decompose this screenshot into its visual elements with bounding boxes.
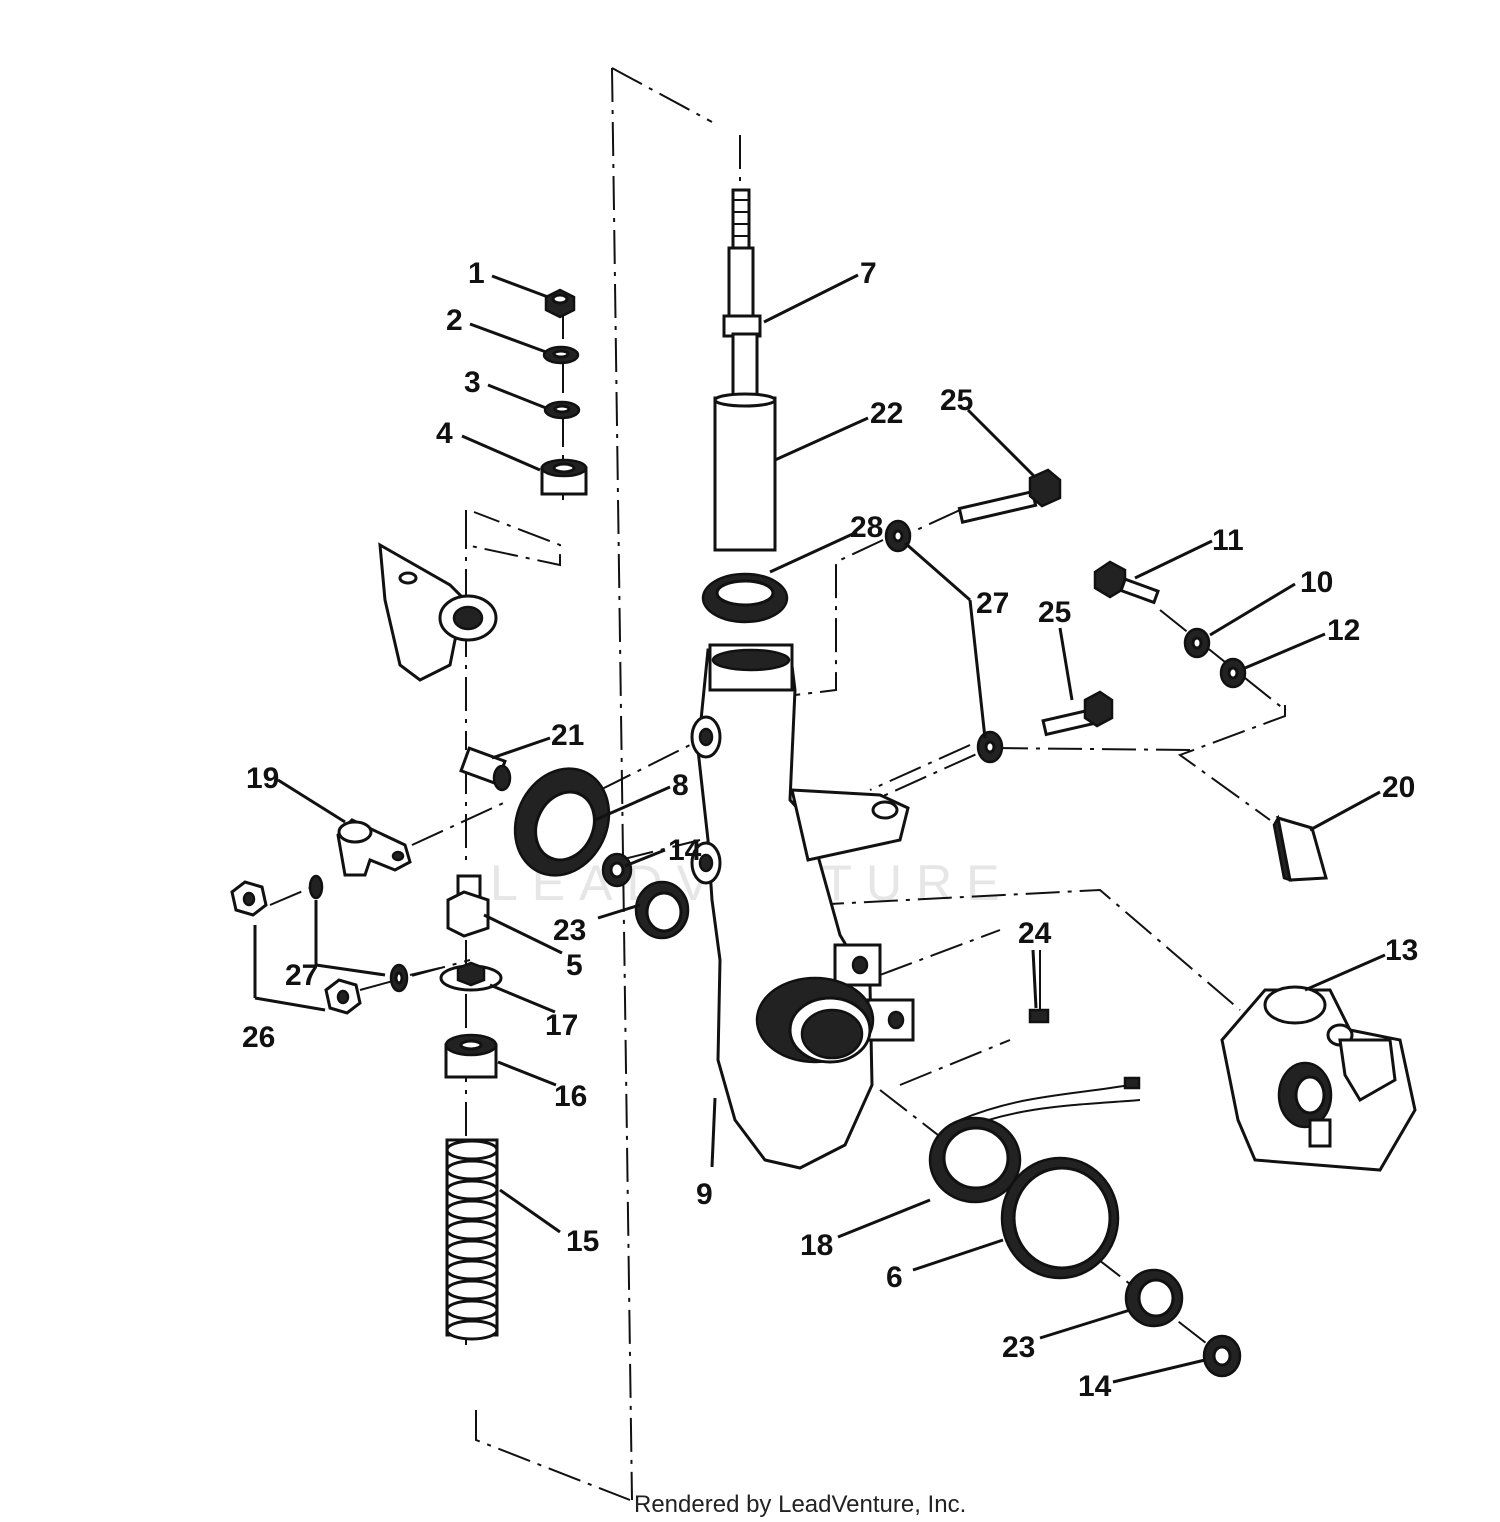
coil-spring: [445, 1138, 499, 1341]
bolt-upper: [957, 468, 1062, 524]
callout-27-left: 27: [285, 959, 318, 992]
washer-middle: [976, 730, 1004, 764]
callout-27-right: 27: [976, 587, 1009, 620]
callout-10: 10: [1300, 566, 1333, 599]
bearing-cup-lower: [1124, 1268, 1184, 1328]
callout-14-upper: 14: [668, 834, 702, 867]
washer-12: [1219, 657, 1247, 689]
grease-fitting: [459, 746, 512, 792]
callout-16: 16: [554, 1080, 587, 1113]
flat-washer-left: [308, 874, 324, 900]
flat-washer-lower: [389, 963, 409, 993]
bearing-race: [1000, 1156, 1120, 1280]
brake-caliper: [1220, 985, 1417, 1172]
callout-25-lower: 25: [1038, 596, 1071, 629]
callout-9: 9: [696, 1178, 713, 1211]
lock-washer: [543, 400, 581, 420]
hex-nut: [544, 288, 576, 319]
callout-8: 8: [672, 769, 689, 802]
callout-22: 22: [870, 397, 903, 430]
flange-nut: [439, 961, 503, 992]
bushing: [540, 458, 588, 496]
callout-15: 15: [566, 1225, 599, 1258]
callout-23-upper: 23: [553, 914, 586, 947]
spacer-ring: [701, 572, 789, 624]
mounting-bracket: [378, 542, 498, 682]
callout-6: 6: [886, 1261, 903, 1294]
callouts: 1 2 3 4 7 22 25 28 27 25 11 10 12 20 21 …: [242, 257, 1418, 1403]
bearing-cup-upper: [634, 880, 690, 940]
steering-knuckle: [690, 643, 915, 1170]
hex-nut-left: [230, 880, 268, 917]
callout-17: 17: [545, 1009, 578, 1042]
callout-4: 4: [436, 417, 453, 450]
hex-nut-lower: [324, 978, 362, 1015]
washer-upper: [884, 519, 912, 553]
callout-1: 1: [468, 257, 485, 290]
callout-20: 20: [1382, 771, 1415, 804]
bearing-cone-upper: [601, 852, 633, 888]
washer-10: [1183, 627, 1211, 659]
bolt-lower: [1041, 690, 1114, 737]
callout-24: 24: [1018, 917, 1052, 950]
adapter-fitting: [446, 874, 490, 938]
callout-18: 18: [800, 1229, 833, 1262]
washer: [542, 345, 580, 365]
oil-seal: [513, 767, 611, 877]
callout-3: 3: [464, 366, 481, 399]
leader-lines: [253, 273, 1386, 1384]
callout-5: 5: [566, 949, 583, 982]
callout-13: 13: [1385, 934, 1418, 967]
credit-text: Rendered by LeadVenture, Inc.: [634, 1491, 966, 1518]
spindle-sleeve: [713, 392, 777, 552]
callout-2: 2: [446, 304, 463, 337]
callout-21: 21: [551, 719, 584, 752]
callout-12: 12: [1327, 614, 1360, 647]
seal-ring: [928, 1116, 1022, 1204]
spindle-shaft: [722, 188, 762, 416]
callout-11: 11: [1212, 524, 1244, 557]
clamp: [336, 818, 412, 877]
callout-7: 7: [860, 257, 877, 290]
callout-26: 26: [242, 1021, 275, 1054]
cap-screw: [1093, 560, 1160, 605]
callout-23-lower: 23: [1002, 1331, 1035, 1364]
callout-25-upper: 25: [940, 384, 973, 417]
spacer-bushing: [444, 1033, 498, 1079]
bearing-cone-lower: [1202, 1334, 1242, 1378]
key: [1272, 814, 1328, 882]
grease-zerk: [1028, 950, 1050, 1024]
callout-28: 28: [850, 511, 883, 544]
callout-14-lower: 14: [1078, 1370, 1112, 1403]
callout-19: 19: [246, 762, 279, 795]
